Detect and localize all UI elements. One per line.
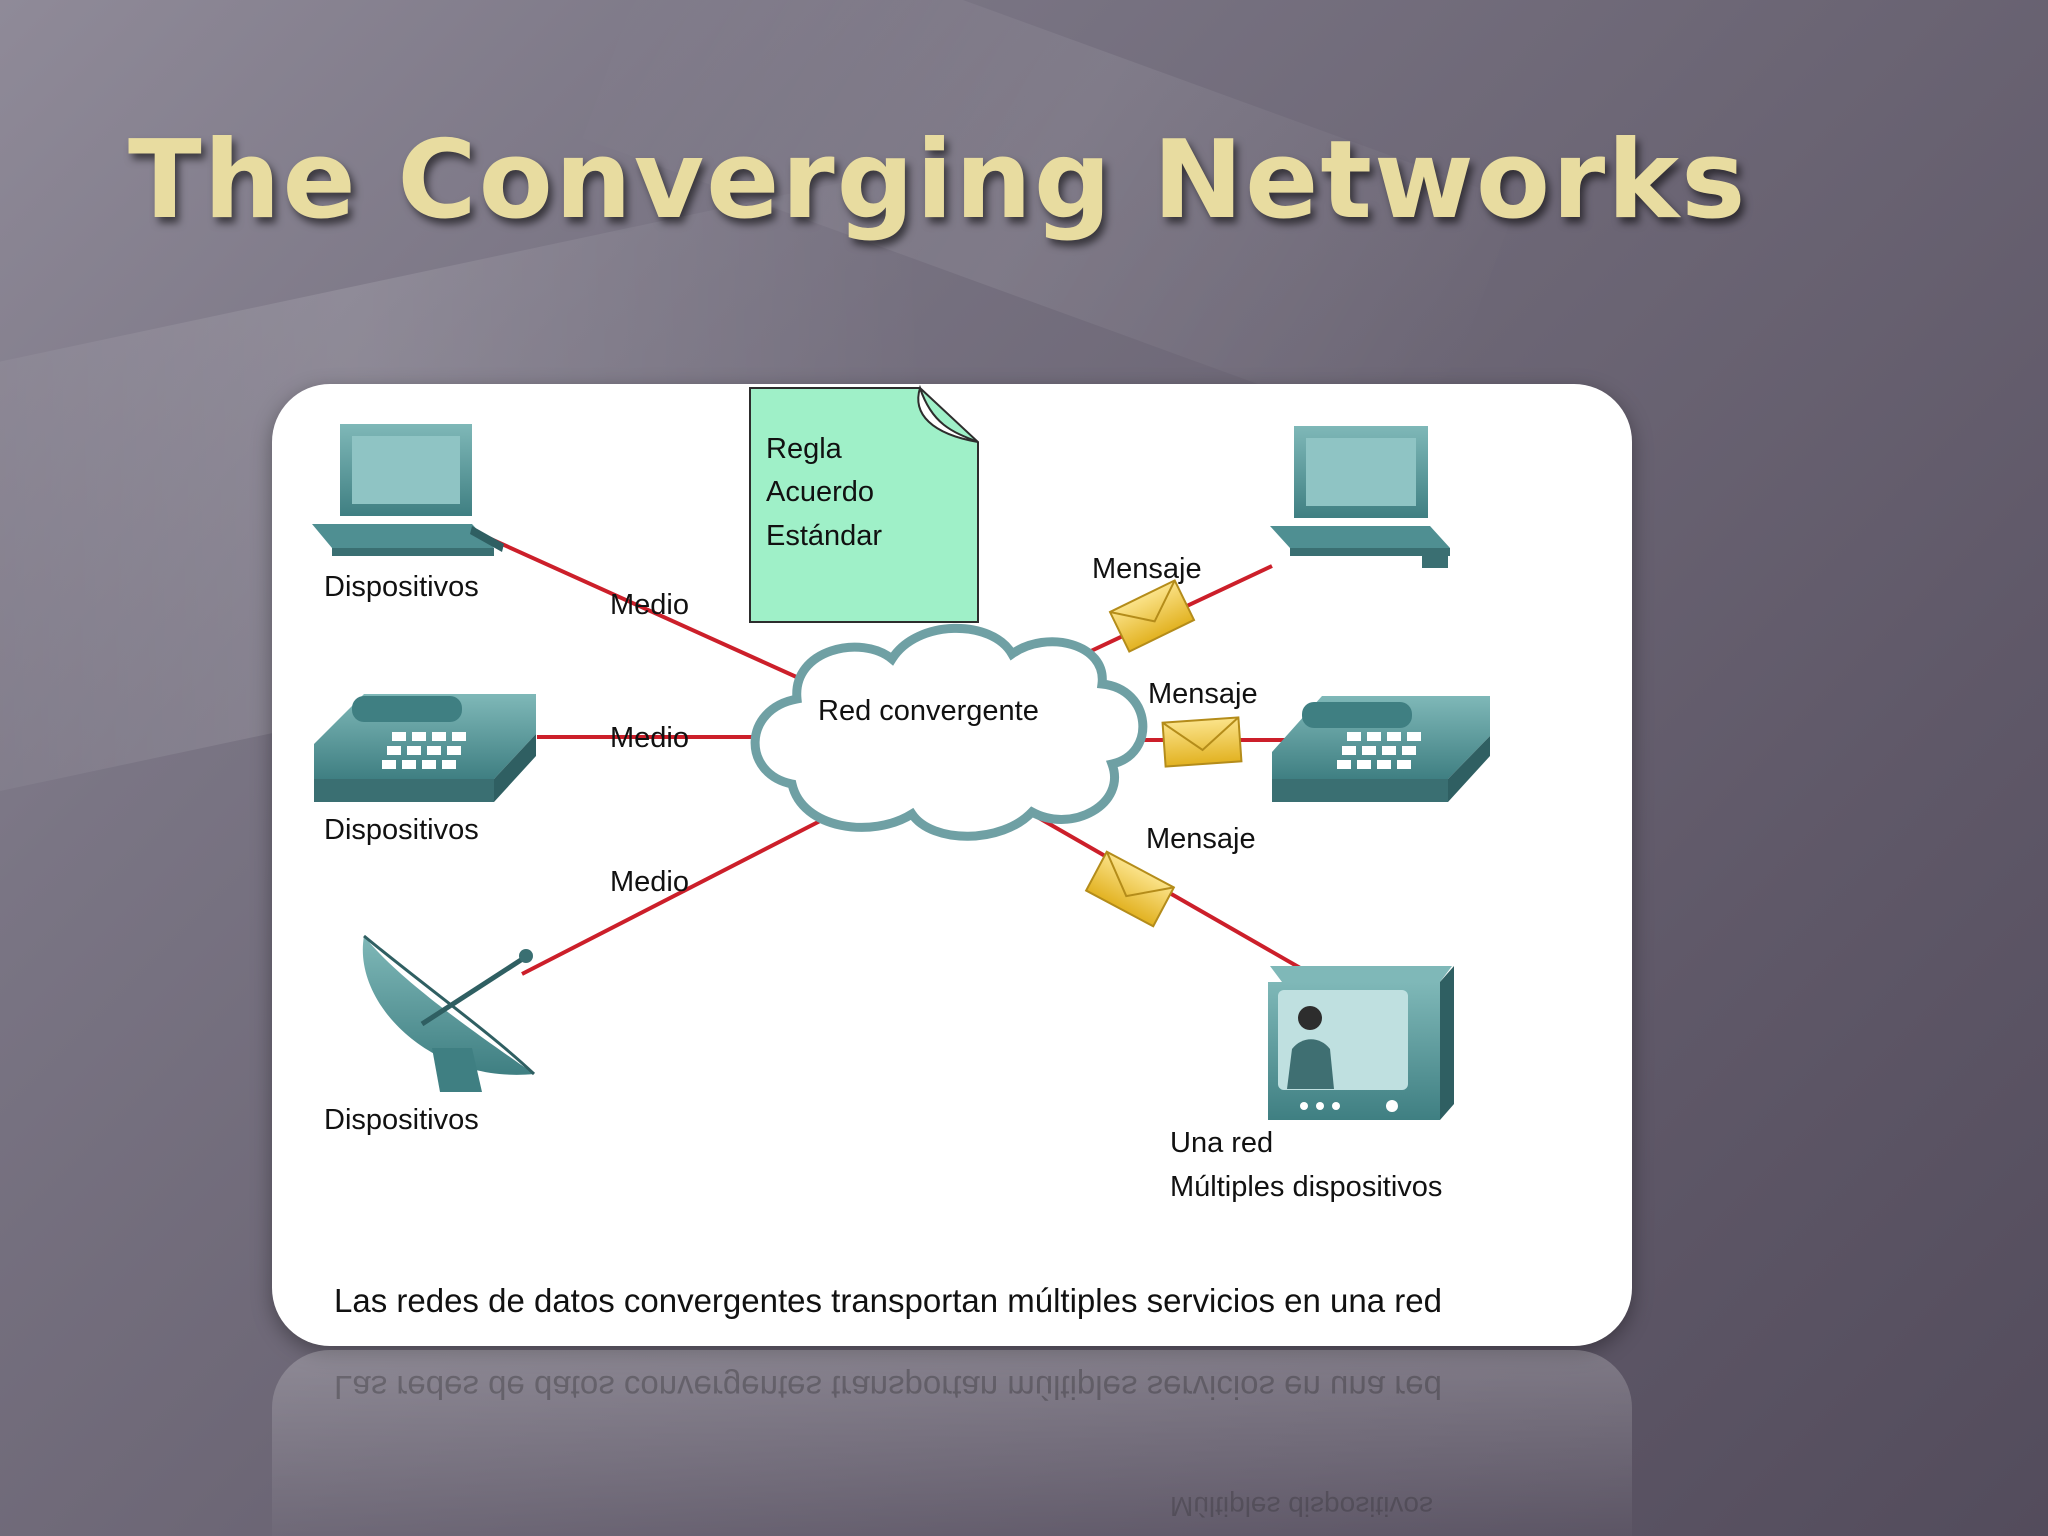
message-label-middle: Mensaje	[1148, 678, 1258, 710]
diagram-panel: Red convergente Regla Acuerdo Estándar	[272, 384, 1632, 1346]
document-icon	[749, 384, 979, 623]
envelope-icon	[1108, 579, 1196, 653]
panel-reflection: Las redes de datos convergentes transpor…	[272, 1350, 1632, 1536]
phone-icon	[314, 694, 536, 802]
note-line-estandar: Estándar	[766, 520, 882, 552]
one-network-label: Una red	[1170, 1127, 1273, 1159]
medium-label-middle: Medio	[610, 722, 689, 754]
phone-icon	[1272, 696, 1490, 802]
medium-label-bottom: Medio	[610, 866, 689, 898]
multiple-devices-label: Múltiples dispositivos	[1170, 1171, 1442, 1203]
link-computer-left	[461, 524, 813, 686]
slide-title: The Converging Networks	[128, 118, 1748, 243]
note-line-regla: Regla	[766, 433, 843, 465]
satellite-dish-icon	[362, 934, 536, 1092]
television-icon	[1268, 966, 1454, 1120]
message-label-bottom: Mensaje	[1146, 823, 1256, 855]
message-label-top: Mensaje	[1092, 553, 1202, 585]
link-dish-left	[521, 818, 823, 976]
envelope-icon	[1084, 850, 1176, 928]
computer-icon	[312, 424, 504, 556]
medium-label-top: Medio	[610, 589, 689, 621]
cloud-icon	[750, 623, 1148, 841]
reflection-caption: Las redes de datos convergentes transpor…	[334, 1369, 1442, 1406]
note-line-acuerdo: Acuerdo	[766, 476, 874, 508]
devices-label-computer: Dispositivos	[324, 571, 479, 603]
network-diagram: Red convergente Regla Acuerdo Estándar	[312, 384, 1490, 1203]
devices-label-phone: Dispositivos	[324, 814, 479, 846]
envelope-icon	[1161, 716, 1243, 768]
devices-label-dish: Dispositivos	[324, 1104, 479, 1136]
diagram-caption: Las redes de datos convergentes transpor…	[334, 1282, 1442, 1319]
computer-icon	[1270, 426, 1450, 568]
reflection-multiple-devices: Múltiples dispositivos	[1170, 1491, 1433, 1522]
cloud-label: Red convergente	[818, 695, 1039, 727]
